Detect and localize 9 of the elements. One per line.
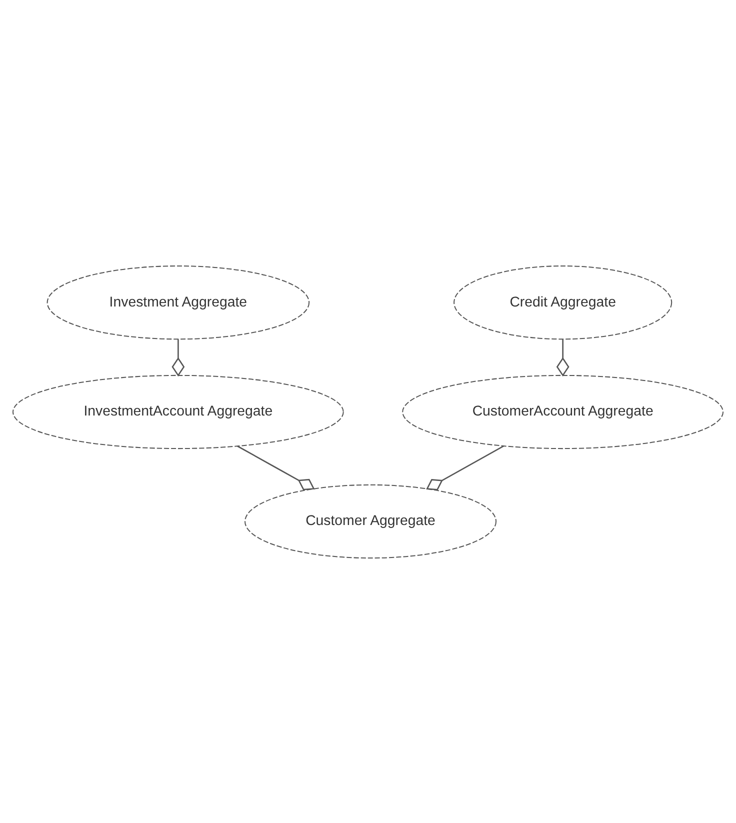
connector (426, 444, 504, 490)
connector (237, 445, 315, 490)
connector (172, 338, 185, 376)
connector (556, 338, 570, 376)
node-ellipse: Customer Aggregate (244, 484, 497, 558)
node-ellipse: Investment Aggregate (46, 264, 310, 340)
node-ellipse: InvestmentAccount Aggregate (12, 374, 344, 449)
node-ellipse: Credit Aggregate (454, 264, 672, 340)
node-ellipse: CustomerAccount Aggregate (402, 374, 724, 449)
